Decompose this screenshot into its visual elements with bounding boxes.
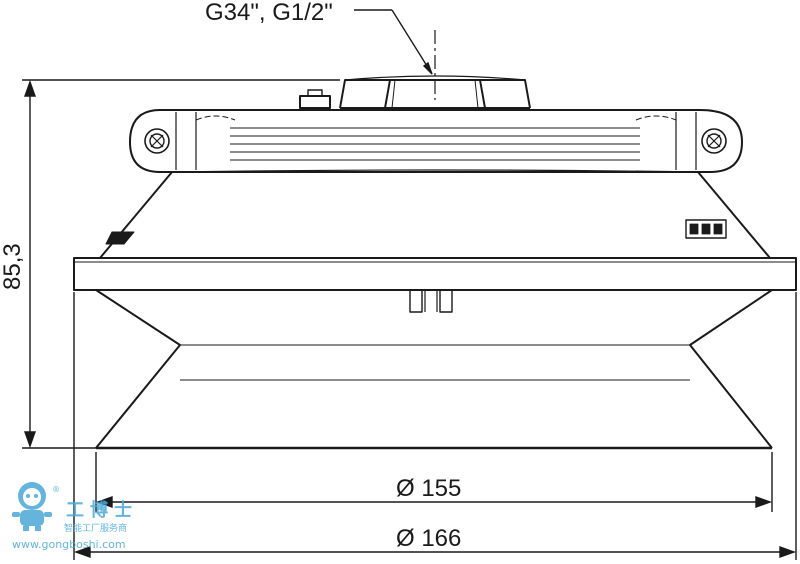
height-dim-label: 85,3 bbox=[0, 243, 26, 290]
height-dimension bbox=[22, 79, 340, 449]
diameter-155-label: Ø 155 bbox=[396, 475, 461, 502]
robot-mascot-icon bbox=[12, 482, 52, 531]
watermark-logo: ® 工博士 智能工厂服务商 www.gongboshi.com bbox=[12, 482, 138, 551]
flange-plate bbox=[73, 257, 797, 291]
part-outline bbox=[73, 30, 797, 450]
watermark-tagline: 智能工厂服务商 bbox=[64, 522, 127, 534]
watermark-registered: ® bbox=[52, 485, 60, 494]
diameter-155-dimension bbox=[95, 452, 773, 512]
hex-fitting bbox=[299, 75, 531, 109]
watermark-url: www.gongboshi.com bbox=[12, 538, 126, 551]
top-bracket bbox=[129, 109, 743, 173]
thread-label: G34", G1/2" bbox=[205, 0, 333, 26]
upper-cone bbox=[99, 169, 771, 259]
diameter-166-dimension bbox=[73, 292, 797, 560]
watermark-brand: 工博士 bbox=[66, 499, 138, 521]
diameter-166-label: Ø 166 bbox=[396, 525, 461, 552]
thread-leader bbox=[354, 9, 433, 75]
lower-bellows bbox=[95, 289, 773, 450]
